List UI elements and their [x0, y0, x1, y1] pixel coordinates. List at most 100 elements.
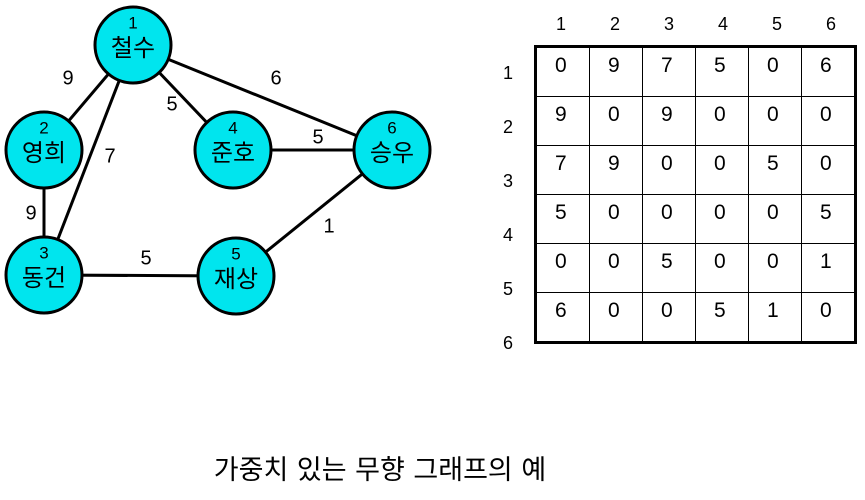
node-number: 3	[39, 243, 48, 262]
matrix-cell-value: 0	[608, 299, 620, 322]
matrix-cell: 0	[695, 243, 749, 293]
matrix-cell: 5	[642, 243, 696, 293]
matrix-column-label: 1	[555, 14, 566, 34]
matrix-cell: 9	[589, 145, 643, 195]
matrix-cell: 5	[695, 292, 749, 343]
matrix-cell-value: 5	[555, 201, 567, 224]
matrix-cell-value: 0	[767, 103, 779, 126]
matrix-cell: 0	[642, 145, 696, 195]
matrix-cell-value: 0	[714, 152, 726, 175]
edge-1-3	[42, 44, 135, 276]
matrix-cell: 9	[642, 96, 696, 146]
matrix-cell-value: 0	[714, 250, 726, 273]
node-number: 2	[39, 118, 48, 137]
matrix-row: 9 0 9 0 0 0	[535, 96, 856, 146]
matrix-cell: 0	[589, 292, 643, 343]
edge-weight-label: 5	[166, 93, 177, 115]
node-name: 준호	[211, 139, 255, 167]
matrix-row-label: 6	[502, 333, 513, 353]
matrix-cell-value: 0	[661, 152, 673, 175]
matrix-cell-value: 9	[608, 152, 620, 175]
node-circle	[352, 110, 432, 190]
matrix-cell: 0	[535, 46, 590, 97]
node-number: 4	[228, 118, 237, 137]
matrix-row-label: 4	[502, 225, 513, 245]
matrix-cell: 1	[801, 243, 856, 293]
matrix-row-label: 5	[502, 279, 513, 299]
matrix-cell: 0	[748, 243, 802, 293]
matrix-cell-value: 0	[820, 299, 832, 322]
graph-node-1: 1 철수	[93, 5, 173, 85]
node-name: 영희	[22, 139, 66, 167]
matrix-cell: 0	[801, 145, 856, 195]
node-name: 승우	[370, 139, 414, 167]
node-number: 6	[387, 118, 396, 137]
matrix-cell: 9	[535, 96, 590, 146]
matrix-column-label: 6	[825, 14, 836, 34]
graph-node-3: 3 동건	[4, 235, 84, 315]
matrix-cell-value: 0	[661, 201, 673, 224]
matrix-cell-value: 0	[608, 103, 620, 126]
matrix-cell: 5	[535, 194, 590, 244]
matrix-cell: 0	[642, 292, 696, 343]
matrix-cell-value: 5	[714, 299, 726, 322]
matrix-column-label: 5	[771, 14, 782, 34]
matrix-cell: 0	[748, 96, 802, 146]
matrix-cell-value: 0	[820, 103, 832, 126]
matrix-cell-value: 6	[820, 54, 832, 77]
matrix-cell: 0	[642, 194, 696, 244]
matrix-column-label: 4	[717, 14, 728, 34]
matrix-row-label: 1	[502, 63, 513, 83]
matrix-cell: 6	[535, 292, 590, 343]
matrix-cell-value: 0	[767, 201, 779, 224]
matrix-cell: 0	[589, 194, 643, 244]
node-name: 동건	[22, 264, 66, 292]
matrix-cell: 0	[695, 96, 749, 146]
matrix-cell-value: 5	[714, 54, 726, 77]
matrix-cell: 7	[535, 145, 590, 195]
node-name: 재상	[214, 265, 258, 293]
edge-1-6	[132, 43, 393, 152]
node-circle	[4, 235, 84, 315]
matrix-cell-value: 0	[820, 152, 832, 175]
matrix-cell: 5	[695, 46, 749, 97]
matrix-cell: 0	[801, 292, 856, 343]
matrix-cell-value: 9	[555, 103, 567, 126]
edge-weight-label: 9	[62, 67, 73, 89]
edge-weight-label: 5	[312, 126, 323, 148]
matrix-cell-value: 7	[661, 54, 673, 77]
matrix-cell-value: 5	[661, 250, 673, 273]
matrix-cell: 5	[748, 145, 802, 195]
matrix-row-label: 2	[502, 117, 513, 137]
matrix-cell: 0	[535, 243, 590, 293]
node-circle	[196, 236, 276, 316]
matrix-cell: 0	[748, 194, 802, 244]
node-circle	[193, 110, 273, 190]
node-circle	[4, 110, 84, 190]
matrix-cell-value: 0	[714, 103, 726, 126]
matrix-cell-value: 0	[767, 54, 779, 77]
graph-node-6: 6 승우	[352, 110, 432, 190]
matrix-cell-value: 9	[608, 54, 620, 77]
graph-node-2: 2 영희	[4, 110, 84, 190]
matrix-cell-value: 5	[820, 201, 832, 224]
matrix-cell: 0	[748, 46, 802, 97]
matrix-row-label: 3	[502, 171, 513, 191]
node-name: 철수	[111, 34, 155, 62]
matrix-cell: 0	[801, 96, 856, 146]
matrix-cell-value: 0	[767, 250, 779, 273]
edge-weight-label: 9	[25, 202, 36, 224]
matrix-cell-value: 9	[661, 103, 673, 126]
matrix-cell-value: 0	[608, 201, 620, 224]
matrix-cell-value: 5	[767, 152, 779, 175]
matrix-cell-value: 0	[555, 250, 567, 273]
node-number: 5	[231, 244, 240, 263]
matrix-cell-value: 0	[714, 201, 726, 224]
matrix-column-label: 3	[663, 14, 674, 34]
node-number: 1	[128, 13, 137, 32]
